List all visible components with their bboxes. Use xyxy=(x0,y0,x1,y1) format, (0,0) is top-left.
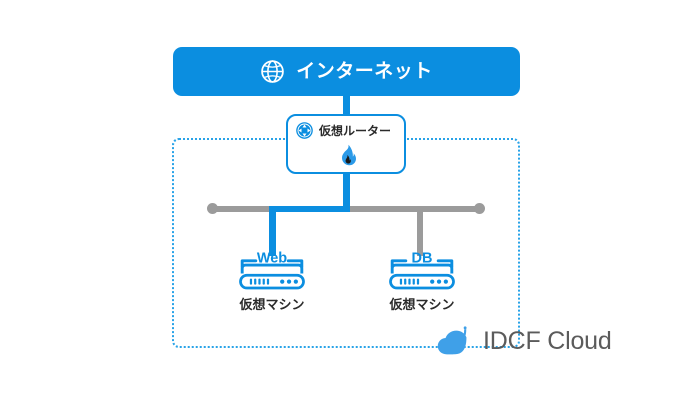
server-icon: Web xyxy=(239,250,305,290)
router-label: 仮想ルーター xyxy=(319,123,392,138)
vm-caption-web: 仮想マシン xyxy=(239,297,305,312)
flame-icon xyxy=(341,144,357,166)
vm-tag-db: DB xyxy=(412,250,433,266)
wire-bus-active-segment xyxy=(269,206,350,212)
virtual-router-node[interactable]: 仮想ルーター xyxy=(286,114,406,174)
cloud-icon xyxy=(437,326,467,355)
vm-node-db[interactable]: DB 仮想マシン xyxy=(376,248,468,311)
server-icon: DB xyxy=(389,250,455,290)
vm-node-web[interactable]: Web 仮想マシン xyxy=(226,248,318,311)
bus-end-cap-right xyxy=(474,203,485,214)
idcf-cloud-wordmark: IDCF Cloud xyxy=(483,327,612,355)
internet-label: インターネット xyxy=(296,61,433,82)
internet-banner: インターネット xyxy=(173,47,520,96)
router-header: 仮想ルーター xyxy=(295,121,391,140)
wire-internet-to-router xyxy=(343,95,350,118)
globe-icon xyxy=(261,60,285,83)
bus-end-cap-left xyxy=(207,203,218,214)
idcf-cloud-logo: IDCF Cloud xyxy=(437,326,612,357)
wire-bus-to-db-vm xyxy=(417,206,423,256)
wire-router-to-bus xyxy=(343,172,350,210)
router-icon xyxy=(296,122,313,139)
vm-tag-web: Web xyxy=(257,250,287,266)
wire-bus-to-web-vm xyxy=(269,206,276,256)
vm-caption-db: 仮想マシン xyxy=(389,297,455,312)
